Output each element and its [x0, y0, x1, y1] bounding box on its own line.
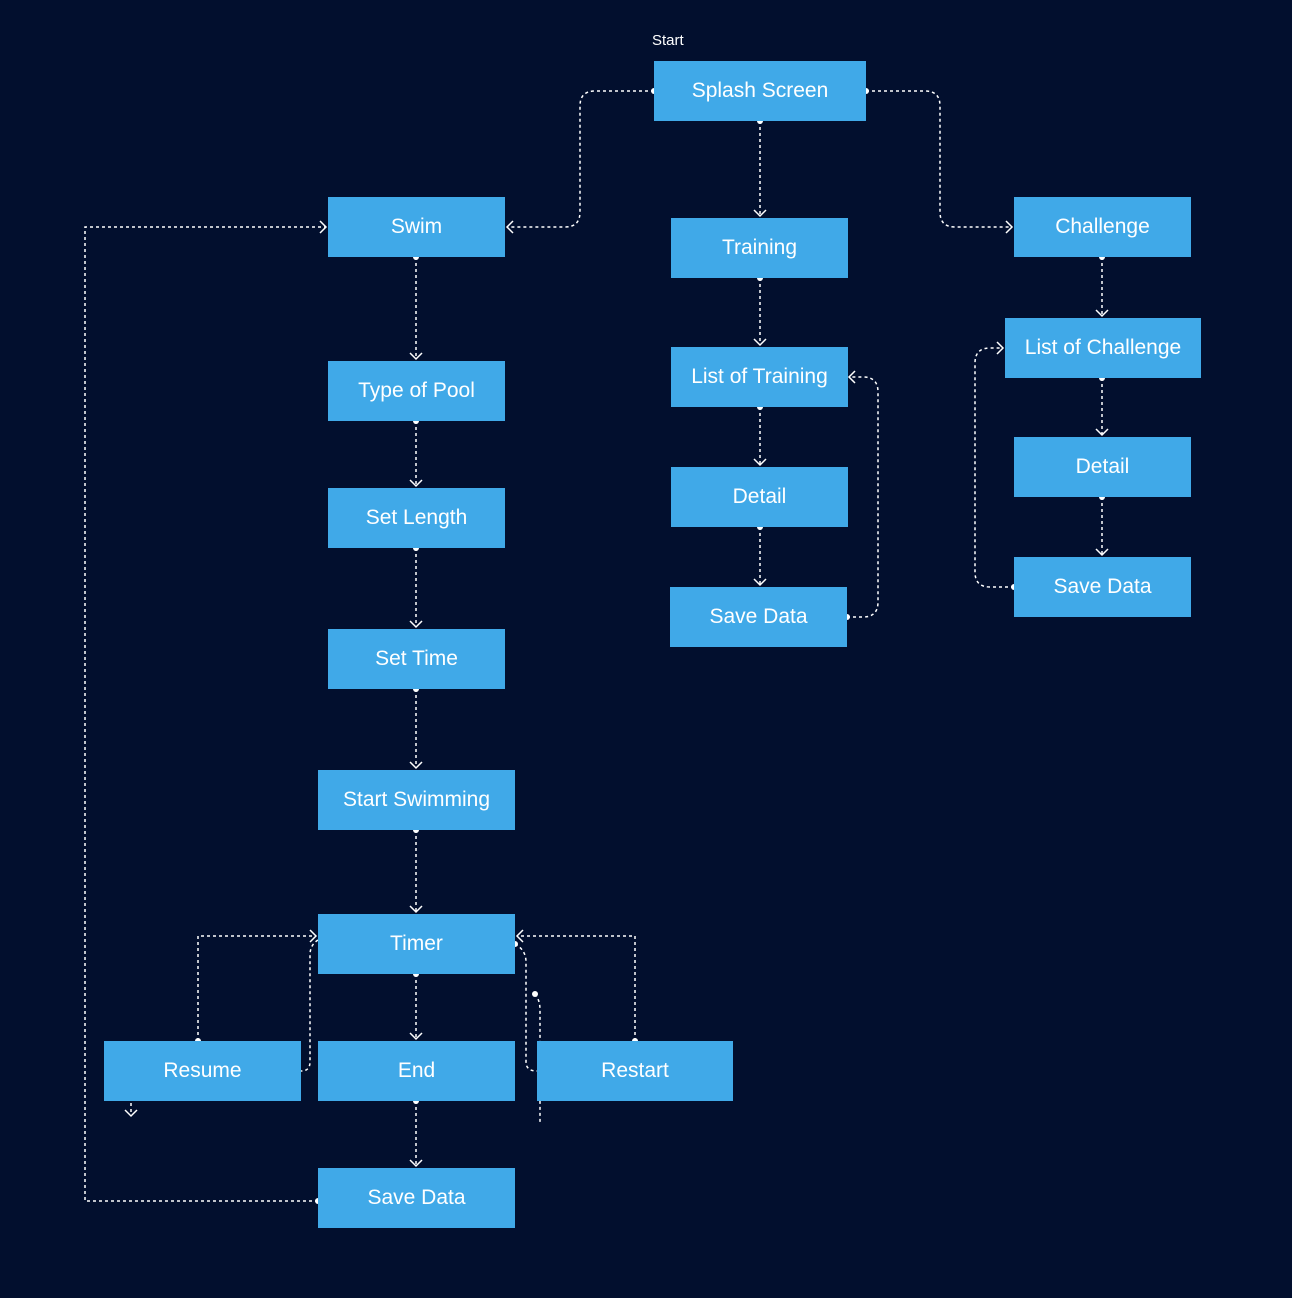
arrowhead [319, 220, 328, 234]
connector-save-list-loop [847, 376, 879, 618]
connector-splash-challenge [866, 90, 1012, 228]
arrowhead [409, 905, 423, 914]
arrowhead [309, 929, 318, 943]
node-training[interactable]: Training [671, 218, 848, 278]
arrowhead [753, 209, 767, 218]
node-type-of-pool[interactable]: Type of Pool [328, 361, 505, 421]
arrowhead [409, 620, 423, 629]
node-list-of-training[interactable]: List of Training [671, 347, 848, 407]
arrowhead [753, 458, 767, 467]
arrowhead [753, 338, 767, 347]
arrowhead [1095, 428, 1109, 437]
arrowhead [1095, 548, 1109, 557]
arrowhead [996, 341, 1005, 355]
node-start-swimming[interactable]: Start Swimming [318, 770, 515, 830]
node-challenge-save-data[interactable]: Save Data [1014, 557, 1191, 617]
node-list-of-challenge[interactable]: List of Challenge [1005, 318, 1201, 378]
arrowhead [409, 479, 423, 488]
arrowhead [409, 1032, 423, 1041]
arrowhead [124, 1109, 138, 1118]
node-set-time[interactable]: Set Time [328, 629, 505, 689]
connector-timer-resume [300, 939, 319, 1072]
node-swim[interactable]: Swim [328, 197, 505, 257]
node-resume[interactable]: Resume [104, 1041, 301, 1101]
arrowhead [409, 1159, 423, 1168]
connector-resume-timer [197, 935, 316, 1041]
arrowhead [1095, 309, 1109, 318]
connector-save-swim-loop [84, 226, 326, 1202]
node-training-save-data[interactable]: Save Data [670, 587, 847, 647]
node-restart[interactable]: Restart [537, 1041, 733, 1101]
connector-restart-timer [517, 935, 636, 1041]
arrowhead [505, 220, 514, 234]
node-swim-save-data[interactable]: Save Data [318, 1168, 515, 1228]
node-end[interactable]: End [318, 1041, 515, 1101]
connector-dots [128, 88, 1105, 1204]
arrowhead [409, 761, 423, 770]
arrowhead [753, 578, 767, 587]
connector-splash-swim [507, 90, 654, 228]
node-splash-screen[interactable]: Splash Screen [654, 61, 866, 121]
node-timer[interactable]: Timer [318, 914, 515, 974]
connector-timer-restart [514, 943, 538, 1072]
arrowhead [847, 370, 856, 384]
arrowhead [409, 352, 423, 361]
node-challenge-detail[interactable]: Detail [1014, 437, 1191, 497]
node-training-detail[interactable]: Detail [671, 467, 848, 527]
arrowhead [515, 929, 524, 943]
start-label: Start [652, 32, 684, 49]
node-set-length[interactable]: Set Length [328, 488, 505, 548]
arrowhead [1005, 220, 1014, 234]
node-challenge[interactable]: Challenge [1014, 197, 1191, 257]
connector-csave-list-loop [974, 347, 1014, 588]
